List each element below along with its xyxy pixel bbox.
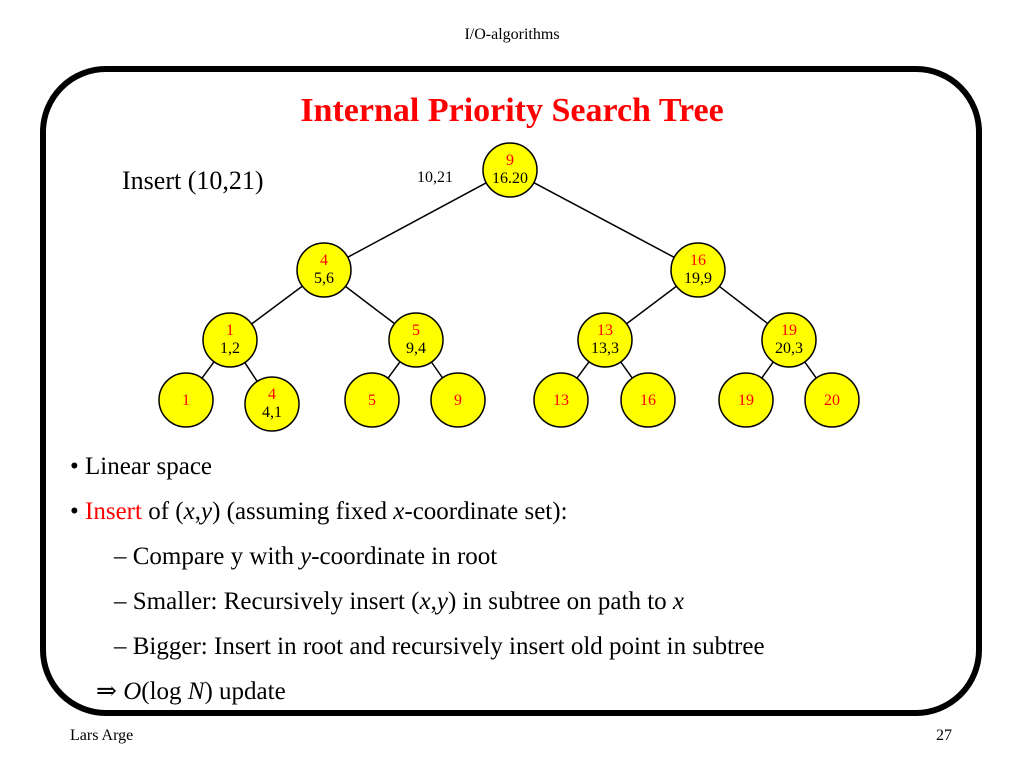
- tree-node-key: 13: [553, 392, 569, 409]
- tree-node-circle: [804, 372, 860, 428]
- tree-node-circle: [761, 312, 817, 368]
- tree-node-key: 5: [412, 322, 420, 339]
- pending-point-label: 10,21: [417, 169, 453, 186]
- sub-bullet-smaller: – Smaller: Recursively insert (x,y) in s…: [114, 588, 685, 615]
- tree-node-l: 45,6: [296, 242, 352, 298]
- tree-node-circle: [482, 142, 538, 198]
- sub-bullet-compare: – Compare y with y-coordinate in root: [114, 543, 498, 570]
- slide-title: Internal Priority Search Tree: [300, 92, 724, 129]
- tree-edge-lr-leaf9: [430, 361, 444, 379]
- tree-node-circle: [430, 372, 486, 428]
- tree-node-circle: [718, 372, 774, 428]
- tree-edge-rl-leaf13: [576, 361, 590, 379]
- bullet-list: • Linear space • Insert of (x,y) (assumi…: [70, 444, 765, 714]
- tree-node-point: 1,2: [220, 340, 240, 357]
- tree-edge-ll-leaf1: [201, 361, 215, 379]
- tree-node-circle: [577, 312, 633, 368]
- tree-node-lr: 59,4: [388, 312, 444, 368]
- tree-node-circle: [344, 372, 400, 428]
- tree-node-point: 4,1: [262, 404, 282, 421]
- tree-node-key: 9: [506, 152, 514, 169]
- tree-node-circle: [670, 242, 726, 298]
- tree-node-key: 20: [824, 392, 840, 409]
- footer-page-number: 27: [936, 727, 952, 744]
- tree-node-leaf4: 44,1: [244, 376, 300, 432]
- tree-node-key: 16: [690, 252, 706, 269]
- tree-edges: [201, 182, 817, 382]
- tree-node-point: 19,9: [684, 270, 712, 287]
- tree-node-key: 19: [781, 322, 797, 339]
- slide-frame: [40, 66, 982, 716]
- tree-node-point: 16.20: [492, 170, 528, 187]
- tree-edge-ll-leaf4: [244, 362, 258, 382]
- tree-edge-lr-leaf5: [387, 361, 401, 379]
- tree-node-ll: 11,2: [202, 312, 258, 368]
- tree-edge-r-rr: [718, 285, 769, 325]
- tree-node-root: 916.20: [482, 142, 538, 198]
- tree-node-key: 1: [182, 392, 190, 409]
- tree-node-key: 1: [226, 322, 234, 339]
- tree-node-point: 9,4: [406, 340, 426, 357]
- conclusion-update: ⇒ O(log N) update: [96, 678, 286, 705]
- tree-edge-l-lr: [345, 285, 395, 325]
- slide-header: I/O-algorithms: [464, 26, 560, 43]
- tree-node-point: 20,3: [775, 340, 803, 357]
- tree-node-circle: [202, 312, 258, 368]
- insert-label: Insert (10,21): [122, 166, 264, 195]
- tree-node-leaf9: 9: [430, 372, 486, 428]
- tree-node-key: 4: [268, 386, 276, 403]
- sub-bullet-bigger: – Bigger: Insert in root and recursively…: [114, 633, 765, 660]
- tree-node-leaf19: 19: [718, 372, 774, 428]
- tree-edge-l-ll: [251, 285, 303, 325]
- tree-edge-r-rl: [626, 285, 677, 325]
- tree-node-circle: [158, 372, 214, 428]
- tree-node-key: 5: [368, 392, 376, 409]
- tree-node-circle: [388, 312, 444, 368]
- bullet-linear-space: • Linear space: [70, 453, 213, 480]
- bullet-insert: • Insert of (x,y) (assuming fixed x-coor…: [70, 498, 568, 525]
- tree-node-key: 9: [454, 392, 462, 409]
- tree-node-circle: [296, 242, 352, 298]
- tree-node-key: 4: [320, 252, 328, 269]
- tree-node-point: 5,6: [314, 270, 334, 287]
- tree-node-circle: [533, 372, 589, 428]
- tree-edge-root-r: [533, 182, 675, 258]
- tree-node-leaf1: 1: [158, 372, 214, 428]
- tree-node-point: 13,3: [591, 340, 619, 357]
- tree-node-leaf13: 13: [533, 372, 589, 428]
- tree-node-leaf20: 20: [804, 372, 860, 428]
- tree-edge-root-l: [347, 182, 487, 258]
- tree-node-key: 19: [738, 392, 754, 409]
- tree-node-leaf5: 5: [344, 372, 400, 428]
- tree-node-key: 16: [640, 392, 656, 409]
- tree-node-circle: [620, 372, 676, 428]
- tree-node-circle: [244, 376, 300, 432]
- footer-author: Lars Arge: [70, 727, 134, 744]
- tree-edge-rr-leaf20: [804, 361, 817, 379]
- tree-node-leaf16: 16: [620, 372, 676, 428]
- tree-edge-rr-leaf19: [761, 361, 774, 379]
- tree-node-key: 13: [597, 322, 613, 339]
- tree-edge-rl-leaf16: [620, 361, 633, 379]
